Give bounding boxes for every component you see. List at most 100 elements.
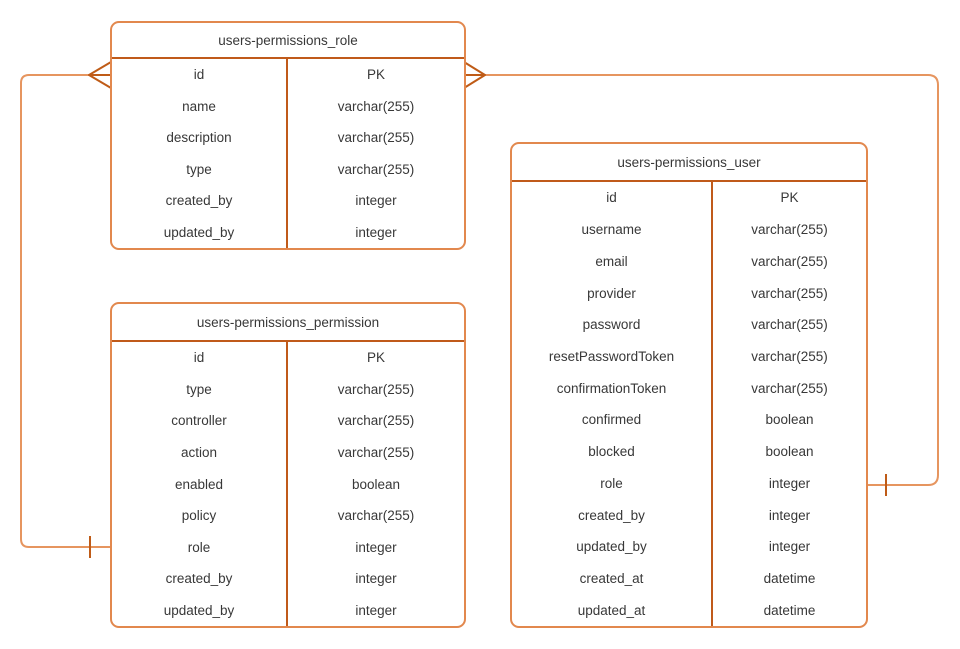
field-type: integer xyxy=(355,224,397,240)
field-type: datetime xyxy=(763,570,816,586)
table-row: provider varchar(255) xyxy=(512,277,866,309)
field-type: integer xyxy=(355,571,397,587)
entity-table-users-permissions-role: users-permissions_role id PK name varcha… xyxy=(110,21,466,250)
field-type: varchar(255) xyxy=(337,413,415,429)
field-type: varchar(255) xyxy=(337,98,415,114)
field-name: created_by xyxy=(112,185,288,217)
field-name: created_by xyxy=(112,562,288,595)
field-name: type xyxy=(112,373,288,406)
table-row: created_by integer xyxy=(512,499,866,531)
field-name: policy xyxy=(112,499,288,532)
field-name: enabled xyxy=(112,468,288,500)
field-name: created_at xyxy=(512,562,713,595)
table-row: email varchar(255) xyxy=(512,245,866,278)
field-name: username xyxy=(512,213,713,246)
field-name: role xyxy=(112,531,288,563)
table-row: confirmed boolean xyxy=(512,404,866,436)
field-type: varchar(255) xyxy=(751,380,828,396)
field-type: varchar(255) xyxy=(337,161,415,177)
entity-table-users-permissions-user: users-permissions_user id PK username va… xyxy=(510,142,868,628)
field-name: description xyxy=(112,122,288,154)
table-title: users-permissions_user xyxy=(512,144,866,182)
table-row: created_at datetime xyxy=(512,562,866,595)
table-row: confirmationToken varchar(255) xyxy=(512,372,866,405)
field-name: controller xyxy=(112,405,288,437)
field-name: type xyxy=(112,153,288,185)
field-type: integer xyxy=(768,507,811,523)
field-name: confirmationToken xyxy=(512,372,713,405)
table-body: id PK name varchar(255) description varc… xyxy=(112,59,464,248)
table-row: created_by integer xyxy=(112,562,464,595)
field-type: varchar(255) xyxy=(337,381,415,397)
table-title: users-permissions_permission xyxy=(112,304,464,342)
field-type: varchar(255) xyxy=(751,317,828,333)
field-type: integer xyxy=(355,539,397,555)
table-row: username varchar(255) xyxy=(512,213,866,246)
field-type: PK xyxy=(780,190,799,206)
table-row: action varchar(255) xyxy=(112,436,464,469)
table-row: id PK xyxy=(112,342,464,374)
field-type: boolean xyxy=(765,444,814,460)
table-row: updated_by integer xyxy=(112,594,464,627)
field-type: integer xyxy=(768,539,811,555)
field-type: varchar(255) xyxy=(751,285,828,301)
table-row: name varchar(255) xyxy=(112,90,464,122)
table-row: policy varchar(255) xyxy=(112,499,464,532)
field-name: updated_by xyxy=(112,216,288,248)
field-type: varchar(255) xyxy=(751,253,828,269)
table-row: role integer xyxy=(112,531,464,563)
field-name: id xyxy=(112,59,288,91)
relationship-role-user-line xyxy=(485,74,939,486)
field-type: varchar(255) xyxy=(751,222,828,238)
field-name: role xyxy=(512,467,713,500)
entity-table-users-permissions-permission: users-permissions_permission id PK type … xyxy=(110,302,466,628)
field-name: provider xyxy=(512,277,713,309)
field-name: resetPasswordToken xyxy=(512,340,713,373)
table-row: id PK xyxy=(112,59,464,91)
table-title: users-permissions_role xyxy=(112,23,464,59)
field-type: varchar(255) xyxy=(337,130,415,146)
field-name: id xyxy=(112,342,288,374)
field-name: blocked xyxy=(512,435,713,468)
table-row: description varchar(255) xyxy=(112,122,464,154)
field-name: email xyxy=(512,245,713,278)
table-row: password varchar(255) xyxy=(512,308,866,341)
relationship-role-permission-line xyxy=(20,74,111,548)
field-name: updated_by xyxy=(112,594,288,627)
table-row: resetPasswordToken varchar(255) xyxy=(512,340,866,373)
table-body: id PK username varchar(255) email varcha… xyxy=(512,182,866,627)
table-row: updated_by integer xyxy=(512,530,866,563)
field-name: confirmed xyxy=(512,404,713,436)
table-row: enabled boolean xyxy=(112,468,464,500)
table-row: role integer xyxy=(512,467,866,500)
field-type: PK xyxy=(366,350,385,366)
field-name: updated_by xyxy=(512,530,713,563)
table-row: updated_at datetime xyxy=(512,594,866,627)
table-row: blocked boolean xyxy=(512,435,866,468)
field-type: datetime xyxy=(763,602,816,618)
table-row: type varchar(255) xyxy=(112,373,464,406)
field-name: action xyxy=(112,436,288,469)
field-type: boolean xyxy=(765,412,814,428)
crow-foot-many-icon xyxy=(463,61,486,89)
field-name: created_by xyxy=(512,499,713,531)
table-row: created_by integer xyxy=(112,185,464,217)
crow-foot-many-icon xyxy=(88,61,112,89)
field-type: PK xyxy=(366,67,385,83)
table-row: id PK xyxy=(512,182,866,214)
field-name: name xyxy=(112,90,288,122)
field-type: boolean xyxy=(351,476,401,492)
field-type: integer xyxy=(355,193,397,209)
field-name: updated_at xyxy=(512,594,713,627)
field-type: integer xyxy=(768,475,811,491)
field-type: varchar(255) xyxy=(337,444,415,460)
field-type: varchar(255) xyxy=(337,508,415,524)
table-row: type varchar(255) xyxy=(112,153,464,185)
table-row: updated_by integer xyxy=(112,216,464,248)
field-name: id xyxy=(512,182,713,214)
table-row: controller varchar(255) xyxy=(112,405,464,437)
table-body: id PK type varchar(255) controller varch… xyxy=(112,342,464,627)
field-type: varchar(255) xyxy=(751,348,828,364)
